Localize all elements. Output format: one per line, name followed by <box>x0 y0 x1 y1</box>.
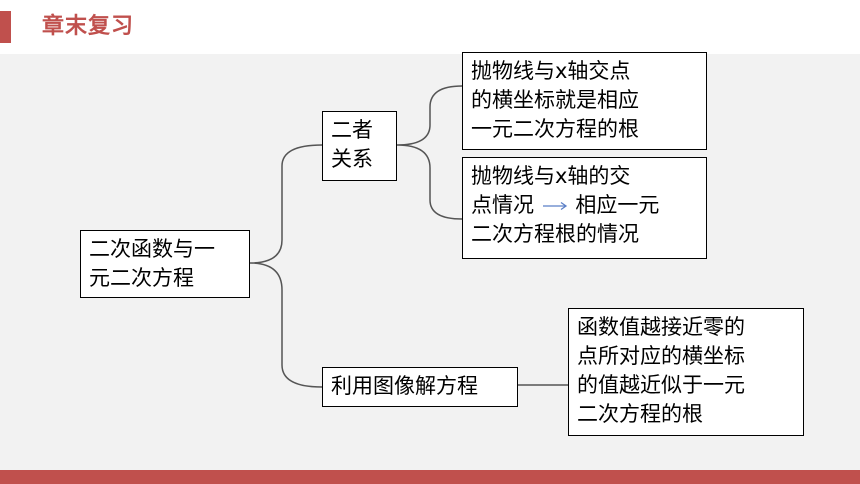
connector-root-branches <box>249 144 323 388</box>
slide-title: 章末复习 <box>42 14 135 39</box>
node-relation: 二者 关系 <box>322 111 397 181</box>
node-graph-leaf: 函数值越接近零的 点所对应的横坐标 的值越近似于一元 二次方程的根 <box>568 308 804 436</box>
connector-relation-branches <box>396 85 463 220</box>
node-relation-leaf-2: 抛物线与x轴的交 点情况 相应一元 二次方程根的情况 <box>462 157 707 259</box>
node-graph-method: 利用图像解方程 <box>322 367 518 407</box>
header-accent-bar <box>0 11 11 43</box>
arrow-right-icon <box>542 201 567 211</box>
footer-bar <box>0 470 860 484</box>
node-relation-leaf-1: 抛物线与x轴交点 的横坐标就是相应 一元二次方程的根 <box>462 52 707 150</box>
slide-header: 章末复习 <box>0 0 860 54</box>
node-root: 二次函数与一 元二次方程 <box>80 230 250 298</box>
